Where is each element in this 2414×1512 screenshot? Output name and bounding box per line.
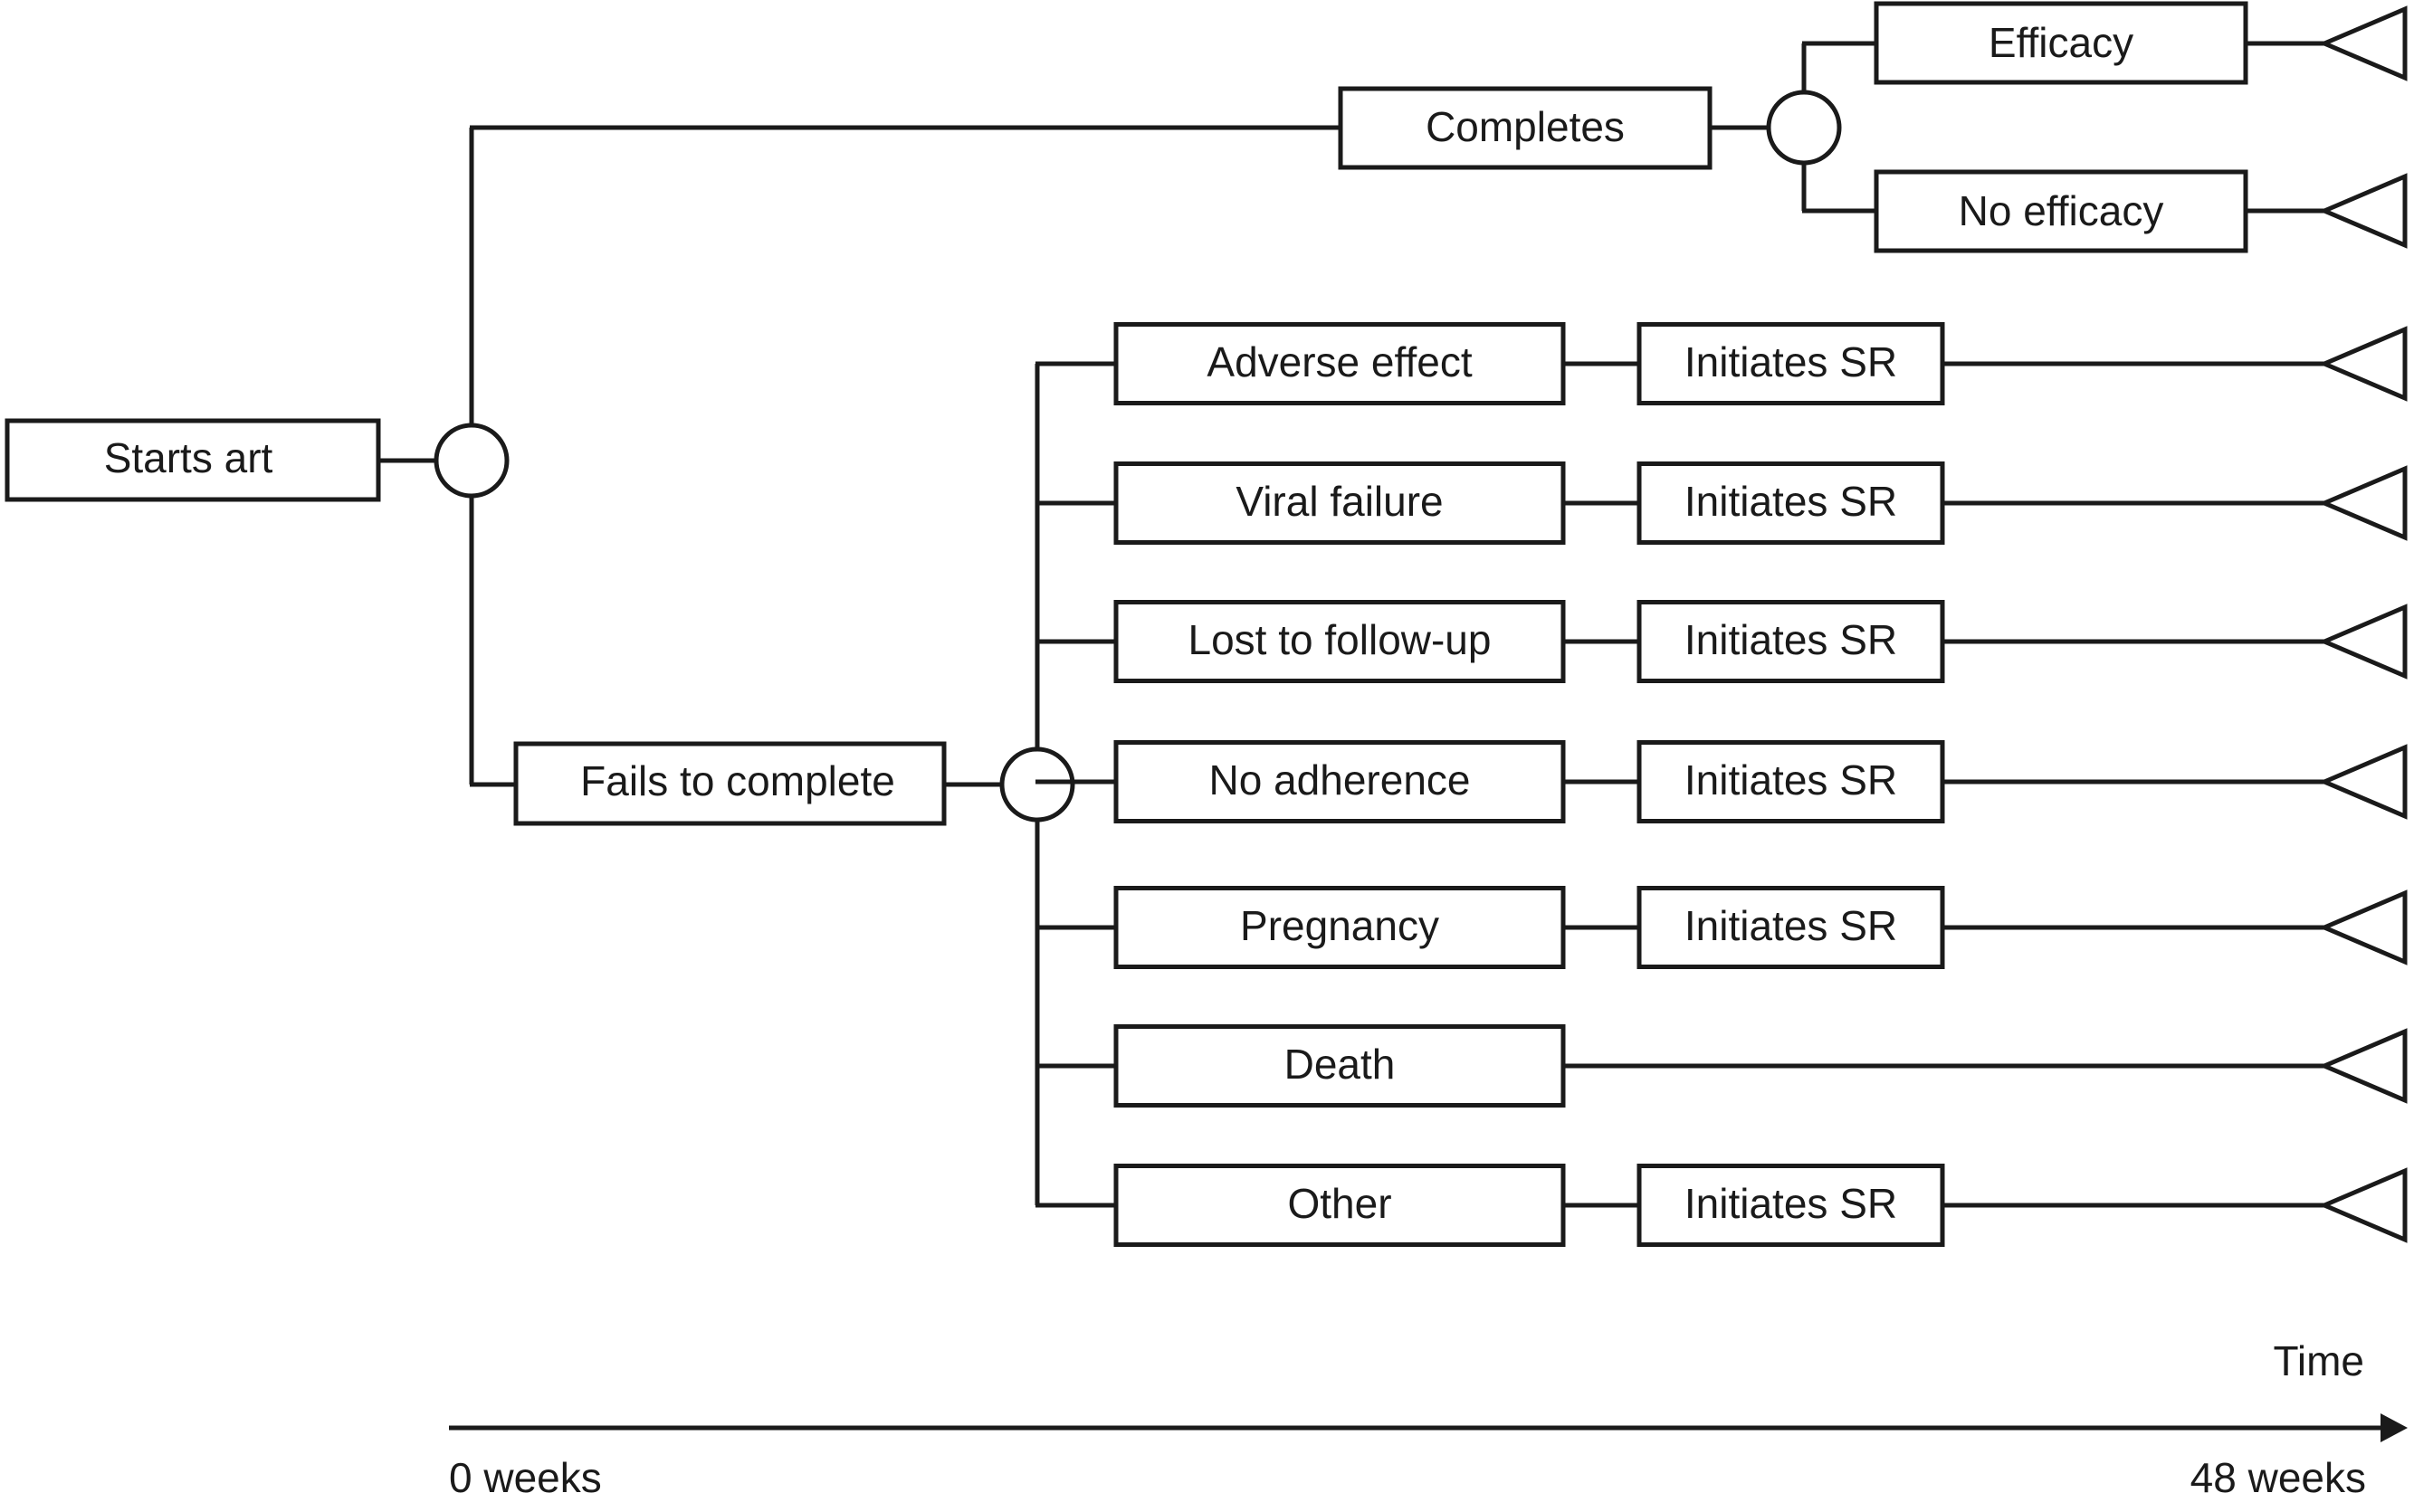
chance-node-completes xyxy=(1766,90,1842,166)
terminal-node-death xyxy=(2318,1028,2408,1104)
sr-box-pregnancy xyxy=(1636,886,1945,969)
fails-box xyxy=(513,741,947,826)
completes-box xyxy=(1338,86,1713,170)
reason-box-lost-to-follow-up xyxy=(1113,600,1566,683)
sr-box-other xyxy=(1636,1164,1945,1247)
reason-box-pregnancy xyxy=(1113,886,1566,969)
no-efficacy-box xyxy=(1874,169,2248,253)
terminal-node-other xyxy=(2318,1167,2408,1243)
reason-box-no-adherence xyxy=(1113,740,1566,823)
efficacy-label: Efficacy xyxy=(1989,19,2133,66)
completes-node: Completes xyxy=(1338,86,1713,170)
sr-box-adverse-effect xyxy=(1636,322,1945,405)
root-box xyxy=(5,418,381,502)
reason-box-viral-failure xyxy=(1113,461,1566,545)
sr-label-adverse-effect: Initiates SR xyxy=(1684,338,1897,385)
sr-label-other: Initiates SR xyxy=(1684,1180,1897,1227)
no-efficacy-label: No efficacy xyxy=(1959,187,2164,234)
fails-label: Fails to complete xyxy=(580,757,895,804)
reason-label-viral-failure: Viral failure xyxy=(1236,478,1443,525)
reason-label-no-adherence: No adherence xyxy=(1209,756,1471,804)
reason-label-other: Other xyxy=(1287,1180,1391,1227)
timeline-arrowhead xyxy=(2381,1413,2408,1442)
completes-label: Completes xyxy=(1426,103,1625,150)
root-node: Starts art xyxy=(5,418,381,502)
terminal-node-lost-to-follow-up xyxy=(2318,604,2408,680)
terminal-node-no-efficacy xyxy=(2318,173,2408,249)
chance-node-fails xyxy=(999,746,1075,823)
timeline-end-label: 48 weeks xyxy=(2190,1454,2366,1501)
efficacy-node: Efficacy xyxy=(1874,1,2248,85)
sr-label-viral-failure: Initiates SR xyxy=(1684,478,1897,525)
reason-branch-pregnancy: Pregnancy Initiates SR xyxy=(1035,886,2408,969)
root-label: Starts art xyxy=(104,434,273,481)
reason-label-death: Death xyxy=(1284,1041,1396,1088)
terminal-node-viral-failure xyxy=(2318,465,2408,541)
reason-label-lost-to-follow-up: Lost to follow-up xyxy=(1188,616,1492,663)
reason-branch-adverse-effect: Adverse effect Initiates SR xyxy=(1035,322,2408,405)
terminal-node-no-adherence xyxy=(2318,744,2408,820)
sr-box-lost-to-follow-up xyxy=(1636,600,1945,683)
sr-label-lost-to-follow-up: Initiates SR xyxy=(1684,616,1897,663)
terminal-node-adverse-effect xyxy=(2318,326,2408,402)
reason-box-adverse-effect xyxy=(1113,322,1566,405)
reason-branch-lost-to-follow-up: Lost to follow-up Initiates SR xyxy=(1035,600,2408,683)
sr-label-no-adherence: Initiates SR xyxy=(1684,756,1897,804)
terminal-node-pregnancy xyxy=(2318,889,2408,965)
reason-box-death xyxy=(1113,1024,1566,1108)
reason-branch-no-adherence: No adherence Initiates SR xyxy=(1035,740,2408,823)
reason-branch-other: Other Initiates SR xyxy=(1035,1164,2408,1247)
chance-node-root xyxy=(434,423,510,499)
reason-label-adverse-effect: Adverse effect xyxy=(1207,338,1472,385)
timeline: Time 0 weeks 48 weeks xyxy=(449,1337,2408,1501)
reason-box-other xyxy=(1113,1164,1566,1247)
sr-label-pregnancy: Initiates SR xyxy=(1684,902,1897,949)
fails-node: Fails to complete xyxy=(513,741,947,826)
reason-branch-viral-failure: Viral failure Initiates SR xyxy=(1035,461,2408,545)
terminal-node-efficacy xyxy=(2318,5,2408,81)
reason-branch-death: Death xyxy=(1035,1024,2408,1108)
timeline-title: Time xyxy=(2273,1337,2364,1384)
no-efficacy-node: No efficacy xyxy=(1874,169,2248,253)
reason-label-pregnancy: Pregnancy xyxy=(1240,902,1439,949)
sr-box-no-adherence xyxy=(1636,740,1945,823)
timeline-start-label: 0 weeks xyxy=(449,1454,602,1501)
